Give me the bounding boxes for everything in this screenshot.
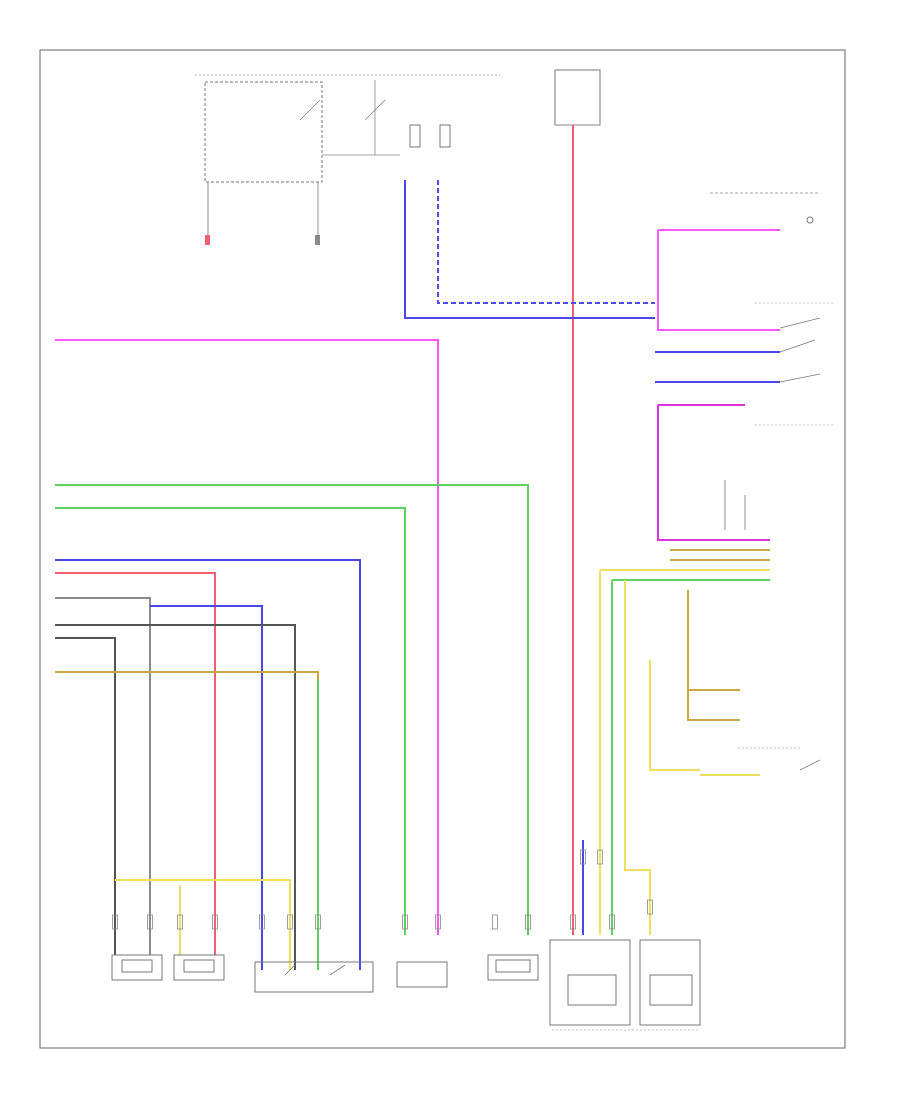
steering-wheel-switch: [710, 192, 820, 224]
connector-pin-5: [287, 914, 293, 930]
wire-blue-6: [150, 605, 263, 970]
wire-blue-15: [404, 180, 655, 319]
engine-control-module-relay: [195, 74, 500, 245]
wire-pink-0: [55, 339, 439, 935]
engine-control-module: [549, 939, 701, 1031]
connector-pin-10: [525, 914, 531, 930]
wire-layer: [55, 125, 780, 970]
connector-pin-4: [259, 914, 265, 930]
wire-green-27: [611, 579, 770, 935]
outside-air-temp-sensor: [173, 954, 225, 981]
connector-pin-14: [609, 914, 615, 930]
wire-gray-5: [55, 597, 151, 955]
wire-pink-19: [657, 230, 780, 331]
connector-pin-1: [147, 914, 153, 930]
connector-pin-13: [597, 849, 603, 865]
wire-red-4: [55, 572, 216, 955]
connector-pin-9: [492, 914, 498, 930]
wire-yellow-29: [649, 660, 700, 771]
connector-pin-7: [402, 914, 408, 930]
wire-yellow-28: [624, 580, 651, 935]
manifold-pressure-sensor: [396, 961, 448, 988]
wire-magenta-21: [657, 405, 770, 541]
wire-olive-9: [55, 671, 319, 970]
connector-pin-2: [177, 914, 183, 930]
wire-dashed_blue-16: [437, 180, 655, 304]
wire-dark-7: [55, 624, 296, 970]
throttle-valve-control-module: [254, 961, 374, 993]
wire-blue-3: [55, 559, 361, 970]
connector-pin-8: [435, 914, 441, 930]
steering-column-electronics: [724, 424, 835, 530]
connector-pin-15: [647, 899, 653, 915]
brake-light-switch: [738, 747, 821, 771]
connector-pin-0: [112, 914, 118, 930]
connector-pin-6: [315, 914, 321, 930]
cruise-control-switches: [779, 317, 821, 383]
oil-pressure-switch: [487, 954, 539, 981]
diagram-frame: [39, 49, 846, 1049]
connector-pin-3: [212, 914, 218, 930]
wire-dark-8: [55, 637, 116, 955]
wire-green-2: [55, 507, 406, 935]
hot-at-all-times-fuse: [409, 124, 451, 148]
wire-yellow-11: [115, 879, 291, 970]
coolant-temp-sensor: [111, 954, 163, 981]
wire-green-1: [55, 484, 529, 935]
connector-pin-12: [580, 849, 586, 865]
wire-olive-30: [687, 590, 740, 721]
connector-pin-11: [570, 914, 576, 930]
hot-in-run-fuse: [554, 69, 601, 126]
